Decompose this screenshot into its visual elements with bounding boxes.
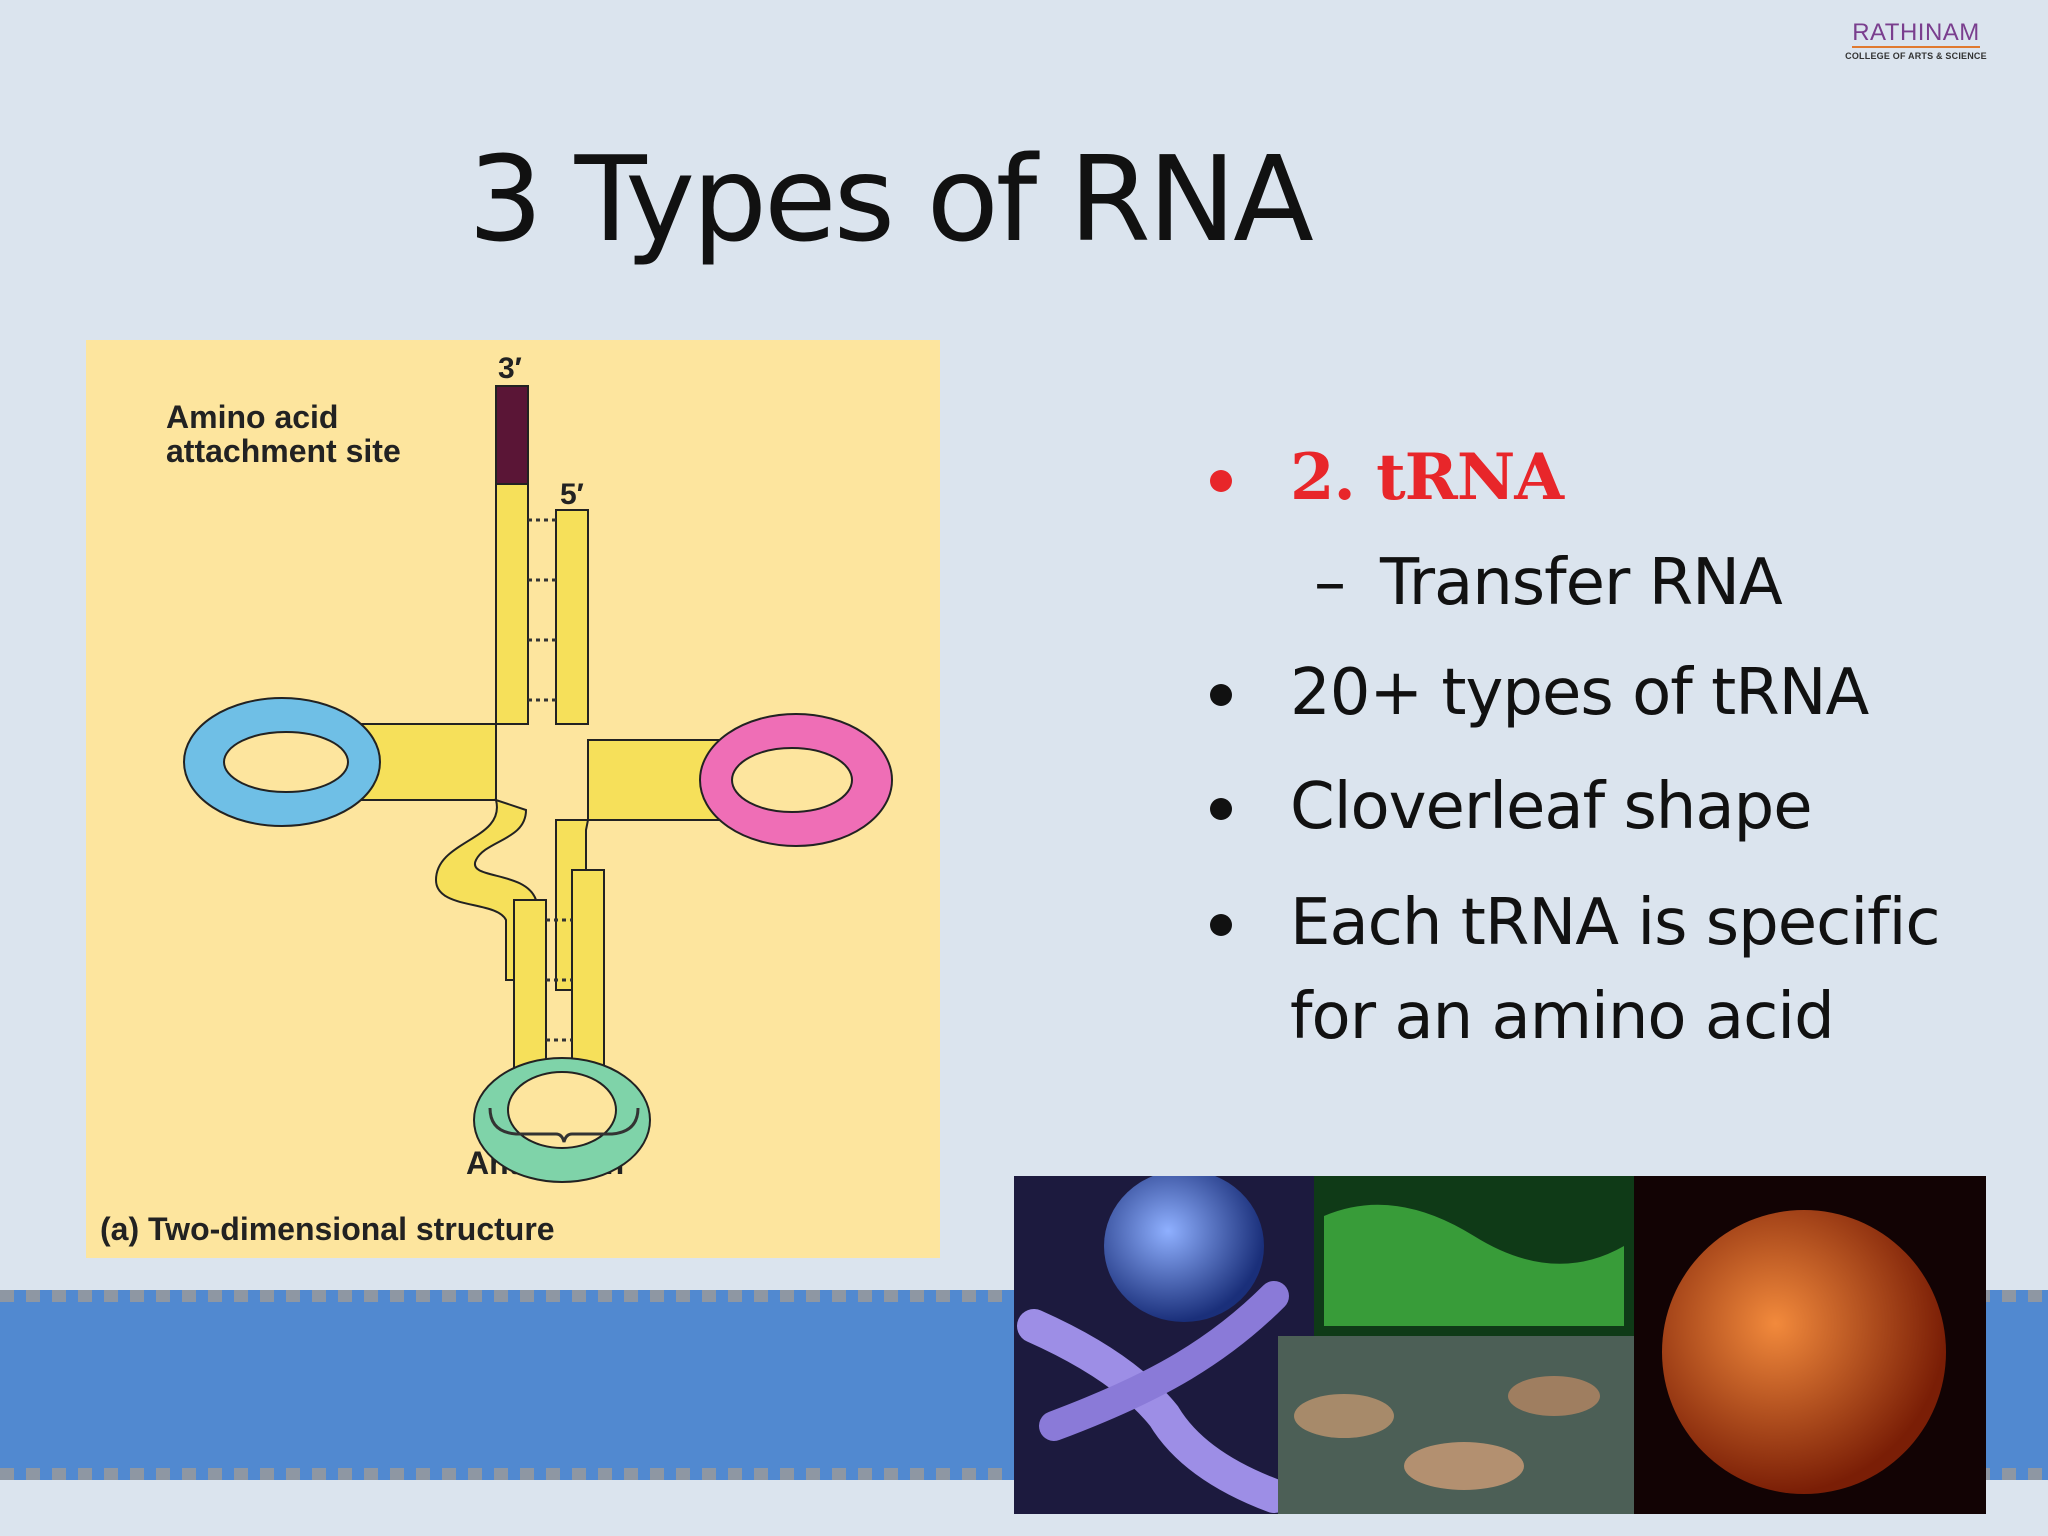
collage-svg: [1014, 1176, 1986, 1514]
three-prime-label: 3′: [498, 352, 522, 385]
anticodon-stem-left: [513, 899, 547, 1071]
attachment-label-2: attachment site: [166, 433, 401, 469]
bullet-specific-line2: for an amino acid: [1290, 980, 1835, 1054]
variable-loop: [434, 798, 537, 981]
cell-images-collage: [1014, 1176, 1986, 1514]
acceptor-end: [495, 385, 529, 485]
bullet-trna: 2. tRNA: [1290, 440, 1564, 515]
bullet-dot-1: [1210, 470, 1232, 492]
attachment-label-1: Amino acid: [166, 399, 338, 435]
sub-bullet-marker: –: [1314, 546, 1346, 620]
sub-bullet-transfer-rna: Transfer RNA: [1380, 546, 1783, 620]
bullet-cloverleaf: Cloverleaf shape: [1290, 770, 1813, 844]
anticodon-stem-right: [571, 869, 605, 1071]
bullet-dot-3: [1210, 798, 1232, 820]
bullet-dot-2: [1210, 684, 1232, 706]
slide-title: 3 Types of RNA: [468, 130, 1314, 268]
bullet-dot-4: [1210, 914, 1232, 936]
anticodon-bracket: [488, 1107, 640, 1143]
acceptor-stem-3prime: [495, 483, 529, 725]
college-logo: RATHINAM COLLEGE OF ARTS & SCIENCE: [1836, 19, 1996, 62]
trna-diagram: 3′ 5′ Amino acid attachment site Anticod…: [86, 340, 940, 1258]
structure-caption: (a) Two-dimensional structure: [100, 1211, 555, 1247]
logo-name: RATHINAM: [1852, 19, 1980, 48]
trna-cloverleaf-svg: 3′ 5′ Amino acid attachment site Anticod…: [100, 352, 893, 1247]
bullet-specific-line1: Each tRNA is specific: [1290, 886, 1941, 960]
logo-subtitle: COLLEGE OF ARTS & SCIENCE: [1845, 51, 1987, 61]
bullet-20-types: 20+ types of tRNA: [1290, 656, 1869, 730]
acceptor-stem-5prime: [555, 509, 589, 725]
five-prime-label: 5′: [560, 478, 584, 511]
